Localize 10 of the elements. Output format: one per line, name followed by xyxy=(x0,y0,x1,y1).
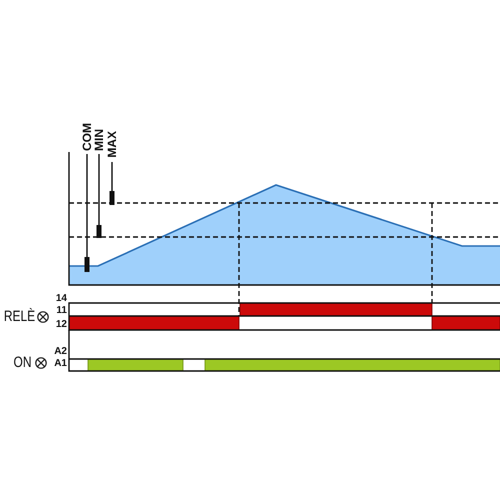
terminal-label: 11 xyxy=(56,306,67,316)
row-label: ON xyxy=(13,356,31,370)
probe-label: MAX xyxy=(106,131,118,158)
terminal-label: 12 xyxy=(56,320,67,330)
probe-label: MIN xyxy=(94,129,104,151)
probe-label: COM xyxy=(82,123,92,151)
terminal-label: A1 xyxy=(54,359,67,369)
terminal-label: 14 xyxy=(56,294,67,304)
terminal-label: A2 xyxy=(54,347,67,357)
row-label: RELÈ xyxy=(4,310,35,324)
